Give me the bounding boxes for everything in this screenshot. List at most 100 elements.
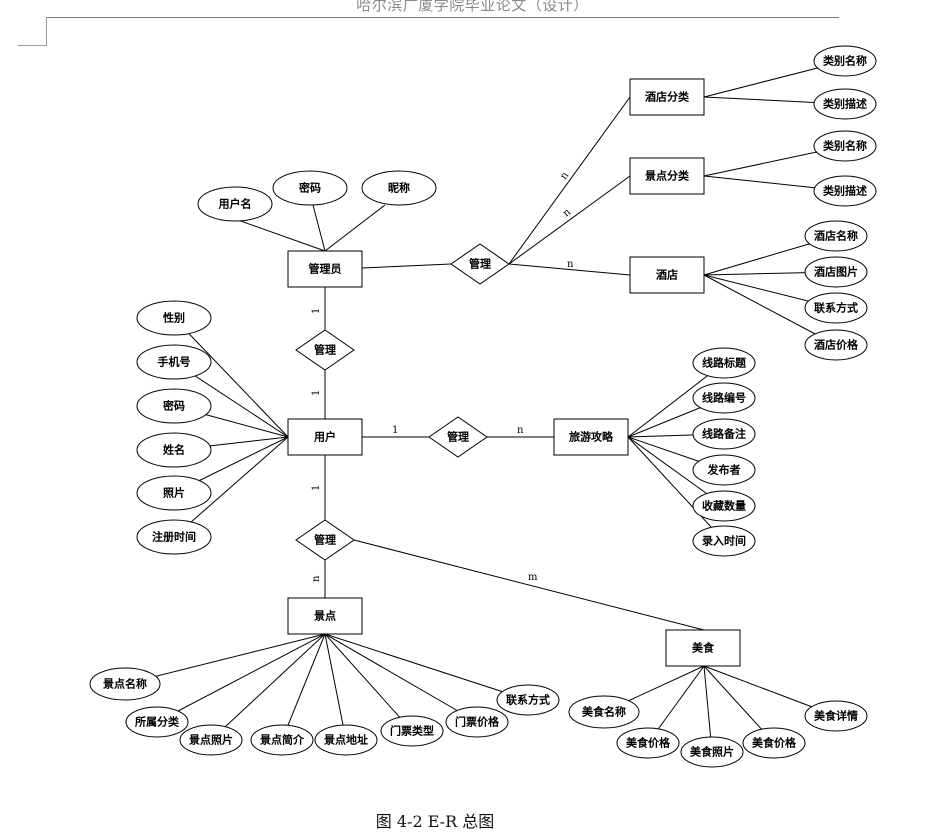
attribute-hotel-name: 酒店名称 <box>804 220 868 252</box>
entity-spot-category: 景点分类 <box>629 157 705 195</box>
svg-text:管理: 管理 <box>314 533 336 547</box>
svg-text:昵称: 昵称 <box>388 181 410 195</box>
svg-text:管理: 管理 <box>469 257 491 271</box>
attribute-spot-address: 景点地址 <box>314 724 378 756</box>
attribute-guide-publisher: 发布者 <box>692 454 756 486</box>
cardinality-label: n <box>517 425 524 436</box>
attribute-spot-category: 所属分类 <box>125 706 189 738</box>
svg-text:景点名称: 景点名称 <box>102 677 147 691</box>
svg-text:景点分类: 景点分类 <box>644 169 690 183</box>
svg-text:用户名: 用户名 <box>219 197 252 211</box>
entity-user: 用户 <box>287 418 363 456</box>
attribute-guide-favorites: 收藏数量 <box>692 490 756 522</box>
entity-spot: 景点 <box>287 597 363 635</box>
relationship-admin-user: 管理 <box>295 329 355 371</box>
margin-corner-mark-vertical <box>46 17 47 46</box>
svg-text:类别名称: 类别名称 <box>823 54 867 68</box>
svg-text:线路备注: 线路备注 <box>702 427 746 441</box>
svg-text:门票价格: 门票价格 <box>455 715 500 729</box>
svg-text:酒店价格: 酒店价格 <box>814 338 859 352</box>
svg-text:美食详情: 美食详情 <box>814 709 858 723</box>
svg-text:线路标题: 线路标题 <box>702 356 747 370</box>
svg-text:联系方式: 联系方式 <box>814 301 858 315</box>
svg-text:景点: 景点 <box>313 609 336 623</box>
svg-text:用户: 用户 <box>314 430 336 444</box>
attribute-admin-nickname: 昵称 <box>361 170 437 206</box>
svg-text:管理员: 管理员 <box>309 262 342 276</box>
entity-travel-guide: 旅游攻略 <box>553 418 629 456</box>
attribute-food-detail: 美食详情 <box>804 700 868 732</box>
svg-text:联系方式: 联系方式 <box>506 693 550 707</box>
header-rule <box>47 17 839 18</box>
relationship-user-spot-food: 管理 <box>295 519 355 561</box>
svg-text:美食名称: 美食名称 <box>582 705 626 719</box>
entity-admin: 管理员 <box>287 250 363 288</box>
svg-text:类别描述: 类别描述 <box>823 97 867 111</box>
svg-text:门票类型: 门票类型 <box>390 724 434 738</box>
attribute-spot-name: 景点名称 <box>89 667 161 701</box>
attribute-food-price-2: 美食价格 <box>742 727 806 759</box>
svg-text:美食价格: 美食价格 <box>752 736 797 750</box>
relationship-user-guide: 管理 <box>428 416 488 458</box>
entity-food: 美食 <box>665 629 741 667</box>
attribute-guide-id: 线路编号 <box>692 382 756 414</box>
attribute-spot-ticket-price: 门票价格 <box>445 706 509 738</box>
svg-text:酒店: 酒店 <box>656 268 678 282</box>
attribute-food-name: 美食名称 <box>568 695 640 729</box>
svg-text:美食: 美食 <box>692 641 715 655</box>
attribute-guide-title: 线路标题 <box>692 347 756 379</box>
svg-text:手机号: 手机号 <box>158 355 191 369</box>
attribute-hotel-image: 酒店图片 <box>804 256 868 288</box>
page-header-text: 哈尔滨广厦学院毕业论文（设计） <box>356 0 589 14</box>
svg-text:景点简介: 景点简介 <box>259 733 305 747</box>
attribute-food-photo: 美食照片 <box>680 736 744 768</box>
attribute-hotel-price: 酒店价格 <box>804 329 868 361</box>
cardinality-label: n <box>561 206 573 219</box>
svg-text:管理: 管理 <box>447 430 469 444</box>
svg-text:收藏数量: 收藏数量 <box>702 499 746 513</box>
svg-text:酒店名称: 酒店名称 <box>814 229 858 243</box>
cardinality-label: 1 <box>311 485 322 491</box>
svg-text:密码: 密码 <box>299 181 321 195</box>
cardinality-label: n <box>311 575 322 582</box>
svg-text:类别描述: 类别描述 <box>823 184 867 198</box>
attribute-user-phone: 手机号 <box>136 344 212 380</box>
margin-corner-mark <box>18 45 47 46</box>
attribute-spot-contact: 联系方式 <box>496 684 560 716</box>
cardinality-label: 1 <box>392 425 398 436</box>
attribute-spot-ticket-type: 门票类型 <box>380 715 444 747</box>
svg-text:姓名: 姓名 <box>163 443 185 457</box>
attribute-user-gender: 性别 <box>136 300 212 336</box>
attribute-admin-password: 密码 <box>272 170 348 206</box>
svg-text:管理: 管理 <box>314 343 336 357</box>
svg-text:录入时间: 录入时间 <box>702 534 746 548</box>
attribute-guide-entry-time: 录入时间 <box>692 525 756 557</box>
svg-text:注册时间: 注册时间 <box>152 530 196 544</box>
svg-text:酒店图片: 酒店图片 <box>814 265 858 279</box>
attribute-admin-username: 用户名 <box>197 186 273 222</box>
attribute-spot-category-name: 类别名称 <box>813 130 877 162</box>
relationship-admin-manage: 管理 <box>450 243 510 285</box>
attribute-user-name: 姓名 <box>136 432 212 468</box>
svg-text:密码: 密码 <box>163 399 185 413</box>
attribute-spot-category-desc: 类别描述 <box>813 175 877 207</box>
figure-caption: 图 4-2 E-R 总图 <box>375 812 495 831</box>
attribute-hotel-category-desc: 类别描述 <box>813 88 877 120</box>
svg-text:旅游攻略: 旅游攻略 <box>569 430 614 444</box>
svg-text:性别: 性别 <box>163 311 185 325</box>
attribute-hotel-category-name: 类别名称 <box>813 45 877 77</box>
cardinality-label: 1 <box>311 308 322 314</box>
attribute-user-password: 密码 <box>136 388 212 424</box>
svg-text:所属分类: 所属分类 <box>135 715 180 729</box>
attribute-food-price: 美食价格 <box>616 727 680 759</box>
svg-text:发布者: 发布者 <box>707 463 741 477</box>
attribute-spot-photo: 景点照片 <box>179 724 243 756</box>
cardinality-label: n <box>567 259 574 270</box>
entity-hotel-category: 酒店分类 <box>629 78 705 116</box>
svg-text:线路编号: 线路编号 <box>702 391 746 405</box>
svg-text:照片: 照片 <box>163 486 185 500</box>
attribute-user-photo: 照片 <box>136 475 212 511</box>
attribute-user-register-time: 注册时间 <box>136 519 212 555</box>
svg-text:景点地址: 景点地址 <box>323 733 368 747</box>
